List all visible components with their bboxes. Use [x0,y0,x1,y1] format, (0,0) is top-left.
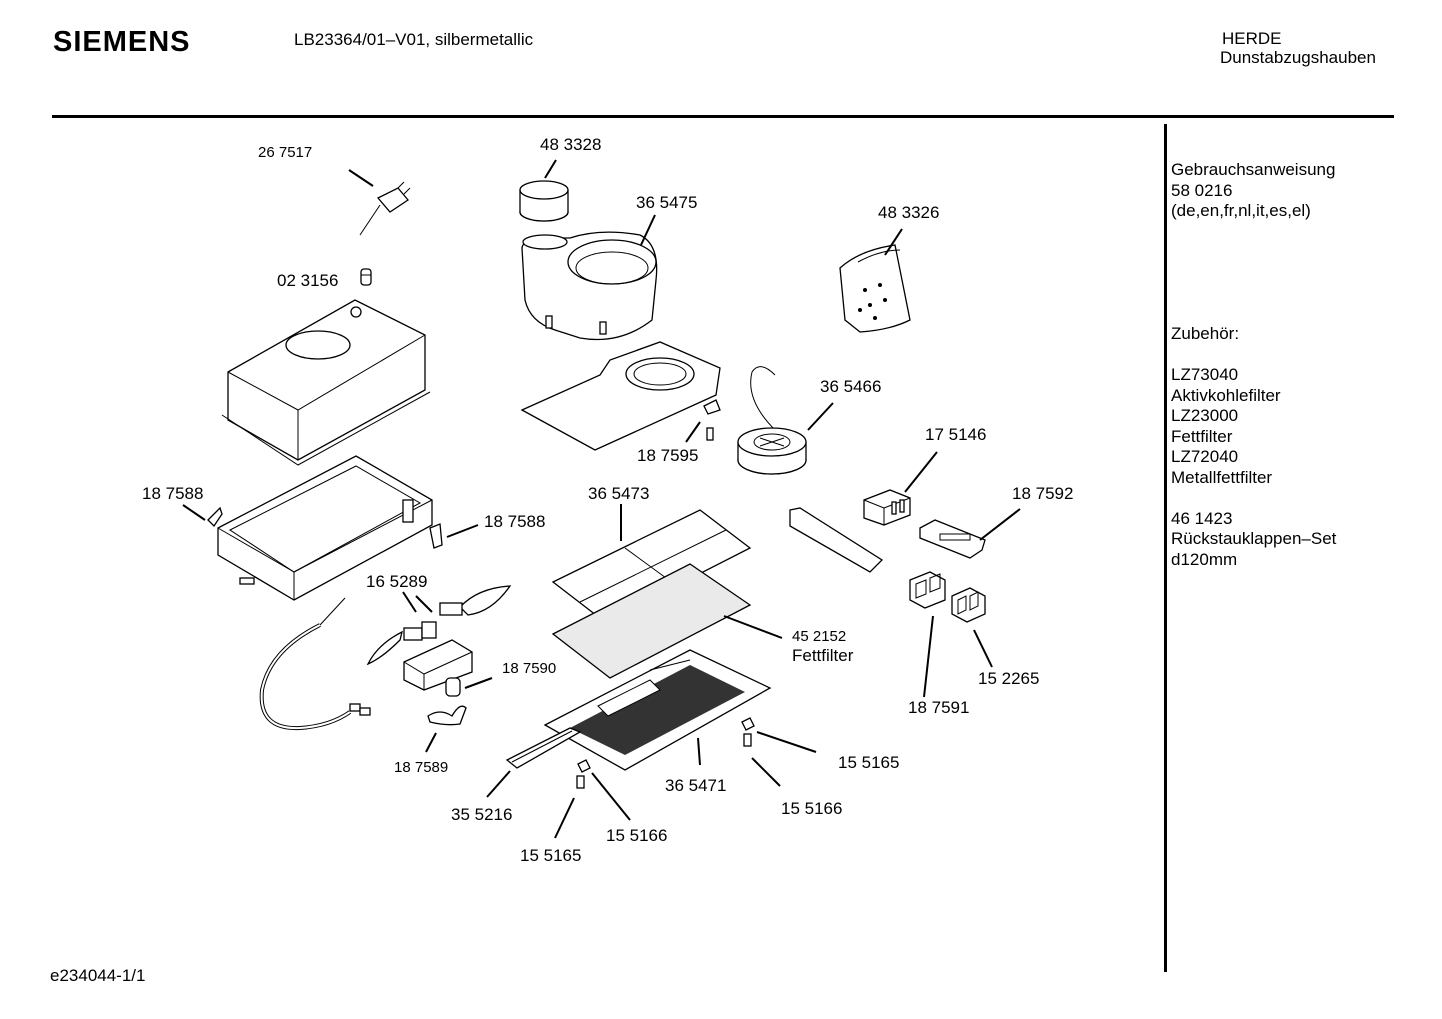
lamp-clip-drawing [445,677,461,697]
sidebar-line: LZ23000 [1171,406,1239,425]
part-label-452152-desc: Fettfilter [792,646,854,665]
sidebar-notes: Gebrauchsanweisung 58 0216 (de,en,fr,nl,… [1171,160,1336,570]
mounting-plate-drawing [520,341,721,451]
cable-strap-drawing [427,705,467,726]
part-label-365473: 36 5473 [588,484,649,503]
part-label-187588-right: 18 7588 [484,512,545,531]
duct-collar-drawing [519,180,569,222]
power-plug-drawing [359,181,411,236]
part-label-175146: 17 5146 [925,425,986,444]
rocker-switch-187591-drawing [909,571,946,609]
part-label-155165-left: 15 5165 [520,846,581,865]
part-label-365471: 36 5471 [665,776,726,795]
hood-housing-drawing [221,299,431,466]
sidebar-line: Fettfilter [1171,426,1233,446]
lamp-bulbs-drawing [366,585,512,666]
clip-left-drawing [207,506,223,528]
sidebar-line: Metallfettfilter [1171,467,1273,487]
sidebar-line: Aktivkohlefilter [1171,385,1281,405]
clip-right-drawing [429,523,443,549]
lamp-holder-drawing [403,639,473,691]
filter-mesh-drawing [551,509,752,623]
part-label-483326: 48 3326 [878,203,939,222]
sidebar-line: LZ72040 [1171,447,1239,466]
sidebar-line: LZ73040 [1171,365,1239,384]
part-label-187595: 18 7595 [637,446,698,465]
switch-unit-drawing [863,489,911,526]
wiring-harness-drawing [259,597,371,731]
blower-housing-drawing [521,231,658,341]
part-label-155166-right: 15 5166 [781,799,842,818]
sidebar-line: (de,en,fr,nl,it,es,el) [1171,201,1311,220]
sidebar-line: Rückstauklappen–Set [1171,529,1337,548]
fastener-drawing [576,717,755,789]
bracket-187595-drawing [703,399,721,441]
cable-gland-drawing [360,268,372,286]
part-label-155165-right: 15 5165 [838,753,899,772]
sidebar-line: Zubehör: [1171,324,1240,343]
part-label-187591: 18 7591 [908,698,969,717]
brand-logo: SIEMENS [53,26,191,58]
lower-frame-drawing [217,455,433,601]
header-divider [52,115,1394,118]
sidebar-line: 46 1423 [1171,508,1233,528]
part-label-165289: 16 5289 [366,572,427,591]
part-label-152265: 15 2265 [978,669,1039,688]
part-label-155166-left: 15 5166 [606,826,667,845]
part-label-187590: 18 7590 [502,660,556,677]
drawing-id: e234044-1/1 [50,966,146,985]
fleece-filter-drawing [551,563,752,679]
switch-cover-drawing [919,519,986,559]
part-label-187589: 18 7589 [394,759,448,776]
category-subtitle: Dunstabzugshauben [1220,48,1376,67]
category-title: HERDE [1222,29,1282,48]
part-label-452152: 45 2152 [792,628,846,645]
part-label-355216: 35 5216 [451,805,512,824]
sidebar-line: Gebrauchsanweisung [1171,160,1336,179]
metal-grease-filter-drawing [543,649,772,771]
model-number: LB23364/01–V01, silbermetallic [294,30,534,49]
part-label-267517: 26 7517 [258,144,312,161]
fan-motor-drawing [737,366,807,475]
part-label-365475: 36 5475 [636,193,697,212]
part-label-483328: 48 3328 [540,135,601,154]
handle-strip-drawing [505,727,582,769]
part-label-023156: 02 3156 [277,271,338,290]
part-label-187588-left: 18 7588 [142,484,203,503]
part-label-187592: 18 7592 [1012,484,1073,503]
sidebar-divider [1164,124,1167,972]
control-bracket-drawing [789,507,884,573]
part-label-365466: 36 5466 [820,377,881,396]
sidebar-line: d120mm [1171,549,1238,569]
sidebar-line: 58 0216 [1171,180,1233,200]
charcoal-filter-drawing [839,244,911,333]
rocker-switch-152265-drawing [951,587,986,623]
